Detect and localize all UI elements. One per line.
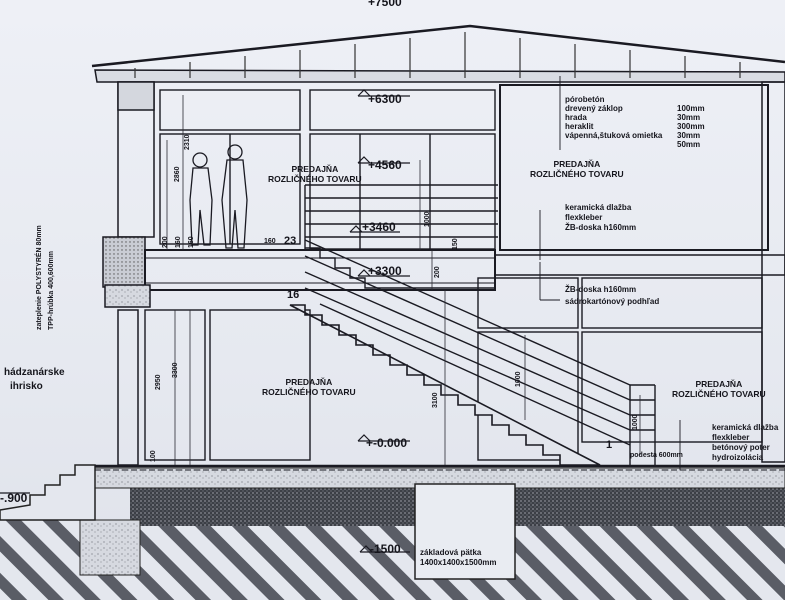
callout-leaders — [539, 76, 681, 470]
roof-outline — [91, 24, 785, 68]
level-top: +7500 — [368, 0, 402, 9]
level-4560: +4560 — [368, 158, 402, 172]
stair-number-1: 1 — [606, 439, 613, 451]
roof-layer-name: hrada — [565, 113, 587, 122]
human-figures — [189, 144, 248, 249]
dim-150: 150 — [452, 238, 459, 250]
dimension-lines — [166, 95, 641, 465]
left-wall-lower — [117, 309, 139, 466]
dim-2310: 2310 — [184, 134, 191, 150]
dim-1000: 1000 — [424, 211, 431, 227]
floor-layer-2: flexkleber — [565, 213, 603, 222]
dim-160: 160 — [175, 236, 182, 248]
roof-layer-row: pórobetón — [565, 96, 705, 105]
dim-100: 100 — [150, 450, 157, 462]
roof-eave — [94, 69, 785, 83]
insulation-band — [102, 236, 146, 288]
ceiling-layer-1: ŽB-doska h160mm — [565, 285, 637, 294]
room-label-upper-left: PREDAJŇA ROZLIČNÉHO TOVARU — [268, 164, 362, 184]
dim-200: 200 — [162, 236, 169, 248]
floor-layer-3: ŽB-doska h160mm — [565, 223, 637, 232]
slab-support — [104, 284, 151, 308]
ceiling-layer-2: sádrokartónový podhľad — [565, 297, 660, 306]
level-minus-900: -.900 — [0, 491, 28, 505]
roof-layer-value: 30mm — [677, 113, 701, 122]
stair-number-16: 16 — [287, 289, 300, 301]
outside-steps — [0, 464, 96, 521]
stair-number-23: 23 — [284, 235, 297, 247]
landing-label: podesta 600mm — [630, 452, 683, 459]
dim-2950: 2950 — [155, 374, 162, 390]
roof-layer-value: 100mm — [677, 104, 705, 113]
ground-layer-1: keramická dlažba — [712, 423, 779, 432]
level-markers — [0, 89, 410, 553]
outside-label-1: hádzanárske — [4, 367, 65, 378]
roof-layer-row: 50mm — [565, 141, 705, 150]
footing-pad — [414, 483, 516, 580]
roof-layer-value: 30mm — [677, 131, 701, 140]
room-label-upper-right: PREDAJŇA ROZLIČNÉHO TOVARU — [530, 159, 624, 179]
footing-label-1: základová pätka — [420, 548, 482, 557]
roof-rafters — [134, 32, 741, 78]
roof-layer-name — [565, 141, 677, 150]
room-label-lower-left: PREDAJŇA ROZLIČNÉHO TOVARU — [262, 377, 356, 397]
insulation-label: zateplenie POLYSTYRÉN 80mm — [36, 225, 43, 330]
upper-floor-slab-right — [494, 254, 785, 276]
footing-label-2: 1400x1400x1500mm — [420, 558, 497, 567]
dim-160c: 160 — [264, 238, 276, 245]
footing-pad-left — [79, 519, 141, 576]
level-0: +-0.000 — [366, 436, 408, 450]
dim-1000c: 1000 — [632, 414, 639, 430]
dim-160b: 160 — [188, 236, 195, 248]
lower-glazing — [144, 277, 763, 461]
roof-layer-row: vápenná,štuková omietka 30mm — [565, 132, 705, 141]
level-minus-1500: -1500 — [370, 542, 401, 556]
roof-layer-row: heraklit 300mm — [565, 123, 705, 132]
level-3460: +3460 — [362, 220, 396, 234]
dim-3300: 3300 — [172, 362, 179, 378]
ground-layer-2: flexkleber — [712, 433, 750, 442]
roof-layer-name: vápenná,štuková omietka — [565, 131, 663, 140]
outside-label-2: ihrisko — [10, 381, 43, 392]
upper-right-room — [499, 84, 769, 251]
dim-2860: 2860 — [174, 166, 181, 182]
left-parapet — [117, 81, 155, 111]
level-3300: +3300 — [368, 264, 402, 278]
dim-3100: 3100 — [432, 392, 439, 408]
dim-1000b: 1000 — [515, 371, 522, 387]
room-label-lower-right: PREDAJŇA ROZLIČNÉHO TOVARU — [672, 379, 766, 399]
ground-layer-3: betónový poter — [712, 443, 770, 452]
floor-layer-1: keramická dlažba — [565, 203, 632, 212]
roof-layer-row: hrada 30mm — [565, 114, 705, 123]
roof-layer-name: heraklit — [565, 122, 594, 131]
right-wall — [761, 81, 785, 463]
stair-railing — [304, 184, 656, 465]
roof-layer-row: drevený záklop 100mm — [565, 105, 705, 114]
roof-layer-value: 300mm — [677, 122, 705, 131]
ground-layer-4: hydroizolácia — [712, 453, 764, 462]
roof-layer-value: 50mm — [677, 140, 701, 149]
insulation-label-2: TPP-hrúbka 400,600mm — [48, 251, 55, 330]
dim-200b: 200 — [434, 266, 441, 278]
roof-layer-name: pórobetón — [565, 95, 605, 104]
roof-layer-name: drevený záklop — [565, 104, 623, 113]
level-6300: +6300 — [368, 92, 402, 106]
